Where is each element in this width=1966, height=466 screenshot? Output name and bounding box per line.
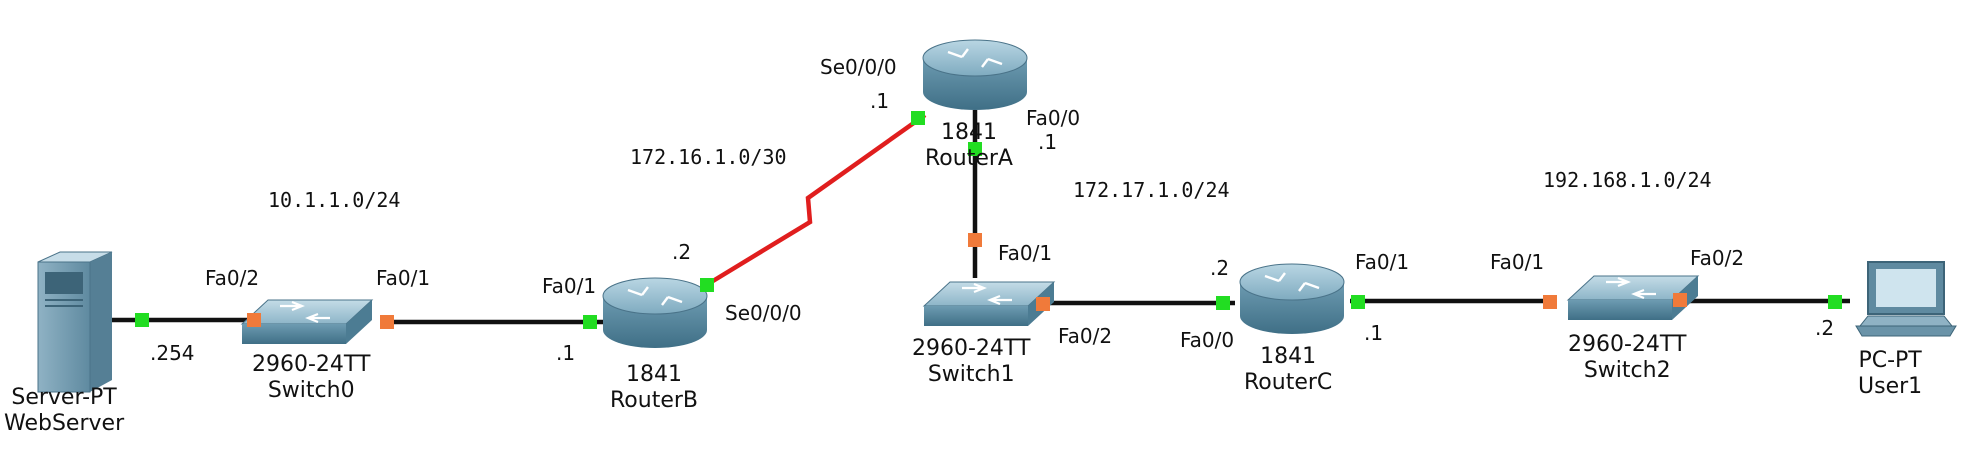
port-label: Fa0/0 [1026, 106, 1081, 130]
device-label-user1: PC-PT User1 [1858, 348, 1922, 400]
server-icon[interactable] [37, 251, 113, 393]
ip-suffix-label: .2 [1210, 256, 1230, 280]
pc-icon[interactable] [1855, 261, 1957, 337]
device-model: 2960-24TT [912, 336, 1031, 361]
port-label: Fa0/2 [205, 266, 260, 290]
device-name: Switch0 [267, 377, 355, 403]
device-name: RouterA [925, 145, 1013, 171]
network-label-lan2: 172.17.1.0/24 [1073, 178, 1230, 202]
device-name: User1 [1858, 373, 1923, 399]
link-blocking-indicator [247, 313, 261, 327]
ip-suffix-label: .1 [1038, 130, 1058, 154]
ip-suffix-label: .1 [870, 89, 890, 113]
port-label: Fa0/2 [1058, 324, 1113, 348]
router-icon[interactable] [602, 277, 708, 348]
link-up-indicator [911, 111, 925, 125]
device-name: Switch1 [927, 361, 1015, 387]
device-type: PC-PT [1858, 348, 1922, 373]
device-name: WebServer [4, 410, 125, 436]
device-label-routerC: 1841 RouterC [1244, 344, 1332, 396]
port-label: Fa0/1 [998, 241, 1053, 265]
port-label: Se0/0/0 [725, 301, 802, 325]
device-label-switch0: 2960-24TT Switch0 [252, 352, 370, 404]
device-model: 2960-24TT [252, 352, 371, 377]
port-label: Fa0/2 [1690, 246, 1745, 270]
link-blocking-indicator [1036, 297, 1050, 311]
network-label-wan: 172.16.1.0/30 [630, 145, 787, 169]
device-model: 1841 [1260, 344, 1317, 369]
link-up-indicator [968, 142, 982, 156]
device-label-webserver: Server-PT WebServer [4, 385, 124, 437]
link-blocking-indicator [1673, 293, 1687, 307]
device-label-switch2: 2960-24TT Switch2 [1568, 332, 1686, 384]
port-label: Fa0/1 [1355, 250, 1410, 274]
link-blocking-indicator [1543, 295, 1557, 309]
network-label-lan1: 10.1.1.0/24 [268, 188, 401, 212]
ip-suffix-label: .2 [672, 240, 692, 264]
switch-icon[interactable] [922, 281, 1056, 326]
ip-suffix-label: .254 [150, 341, 195, 365]
link-up-indicator [700, 278, 714, 292]
port-label: Fa0/1 [542, 274, 597, 298]
device-name: RouterC [1244, 369, 1333, 395]
link-blocking-indicator [380, 315, 394, 329]
device-model: 2960-24TT [1568, 332, 1687, 357]
switch-icon[interactable] [240, 299, 374, 344]
device-type: Server-PT [11, 385, 117, 410]
link-up-indicator [1351, 295, 1365, 309]
device-label-routerA: 1841 RouterA [925, 120, 1013, 172]
network-label-lan3: 192.168.1.0/24 [1543, 168, 1712, 192]
router-icon[interactable] [1239, 263, 1345, 334]
ip-suffix-label: .1 [1364, 321, 1384, 345]
port-label: Fa0/1 [1490, 250, 1545, 274]
link-up-indicator [135, 313, 149, 327]
device-label-switch1: 2960-24TT Switch1 [912, 336, 1030, 388]
port-label: Se0/0/0 [820, 55, 897, 79]
device-model: 1841 [626, 362, 682, 387]
link-up-indicator [1828, 295, 1842, 309]
device-name: Switch2 [1583, 357, 1671, 383]
ip-suffix-label: .2 [1815, 316, 1835, 340]
link-up-indicator [583, 315, 597, 329]
port-label: Fa0/0 [1180, 328, 1235, 352]
serial-link-routerB-routerA [706, 113, 927, 286]
ip-suffix-label: .1 [556, 341, 576, 365]
router-icon[interactable] [922, 39, 1028, 110]
link-indicators [135, 111, 1842, 329]
device-name: RouterB [610, 387, 698, 413]
device-model: 1841 [940, 120, 997, 145]
port-label: Fa0/1 [376, 266, 431, 290]
link-up-indicator [1216, 296, 1230, 310]
device-label-routerB: 1841 RouterB [610, 362, 698, 414]
link-blocking-indicator [968, 233, 982, 247]
